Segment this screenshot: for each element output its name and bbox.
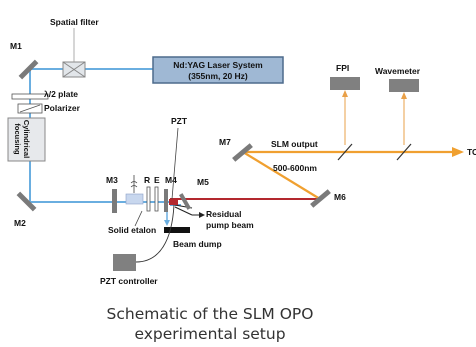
wavelength-range-label: 500-600nm bbox=[273, 163, 317, 173]
mirror-m5 bbox=[179, 193, 191, 210]
laser-system-box bbox=[152, 56, 284, 84]
tofms-label: TOFMS bbox=[467, 147, 476, 157]
r-label: R bbox=[144, 175, 150, 185]
beam-dump-label: Beam dump bbox=[173, 239, 222, 249]
m6-label: M6 bbox=[334, 192, 346, 202]
m4-label: M4 bbox=[165, 175, 177, 185]
fpi-box bbox=[330, 77, 360, 90]
m7-label: M7 bbox=[219, 137, 231, 147]
residual-line2: pump beam bbox=[206, 220, 254, 230]
laser-system-line1: Nd:YAG Laser System bbox=[173, 60, 263, 70]
pickoff-beams bbox=[344, 95, 405, 145]
residual-line1: Residual bbox=[206, 209, 241, 219]
cylindrical-focusing-line2: focusing bbox=[13, 123, 22, 155]
pzt-controller-label: PZT controller bbox=[100, 276, 158, 286]
mirror-m6 bbox=[310, 189, 331, 208]
optic-e bbox=[154, 186, 159, 212]
caption-line2: experimental setup bbox=[134, 325, 285, 343]
m2-label: M2 bbox=[14, 218, 26, 228]
wavemeter-label: Wavemeter bbox=[375, 66, 421, 76]
mirror-m3 bbox=[112, 189, 117, 213]
slm-output-label: SLM output bbox=[271, 139, 318, 149]
cylindrical-focusing-line1: Cylindrical bbox=[22, 120, 31, 158]
fpi-pickoff-arrow bbox=[342, 90, 348, 97]
nonlinear-crystal bbox=[125, 193, 144, 205]
spatial-filter-label: Spatial filter bbox=[50, 17, 99, 27]
half-wave-plate bbox=[11, 93, 49, 100]
e-label: E bbox=[154, 175, 160, 185]
spatial-filter bbox=[62, 61, 86, 78]
solid-etalon-leader bbox=[134, 210, 143, 227]
fpi-label: FPI bbox=[336, 63, 349, 73]
mirror-m7 bbox=[232, 143, 253, 162]
wavemeter-pickoff-arrow bbox=[401, 92, 407, 99]
cylindrical-focusing bbox=[7, 117, 46, 162]
pzt-label: PZT bbox=[171, 116, 188, 126]
polarizer-label: Polarizer bbox=[44, 103, 81, 113]
pzt-controller-cable bbox=[135, 204, 175, 263]
mirror-m2 bbox=[16, 191, 37, 212]
m3-label: M3 bbox=[106, 175, 118, 185]
pzt-leader bbox=[171, 127, 179, 200]
beam-splitter-2 bbox=[396, 143, 412, 161]
optic-r bbox=[146, 186, 151, 212]
mirror-m4 bbox=[164, 189, 168, 212]
wavemeter-box bbox=[389, 79, 419, 92]
output-beam bbox=[242, 150, 452, 200]
crystal-rotation-mark bbox=[130, 175, 138, 193]
m5-label: M5 bbox=[197, 177, 209, 187]
half-wave-plate-label: λ/2 plate bbox=[44, 89, 78, 99]
tofms-arrow-head bbox=[452, 147, 464, 157]
beam-splitter-1 bbox=[337, 143, 353, 161]
mirror-m1 bbox=[18, 59, 39, 80]
solid-etalon-label: Solid etalon bbox=[108, 225, 156, 235]
beam-dump-arrow-head bbox=[164, 220, 170, 226]
laser-system-line2: (355nm, 20 Hz) bbox=[188, 71, 248, 81]
pzt-controller-box bbox=[113, 254, 136, 271]
m1-label: M1 bbox=[10, 41, 22, 51]
beam-dump bbox=[164, 227, 190, 233]
caption-line1: Schematic of the SLM OPO bbox=[107, 305, 314, 323]
pzt-block bbox=[169, 199, 178, 205]
residual-arrow-head bbox=[199, 212, 205, 218]
